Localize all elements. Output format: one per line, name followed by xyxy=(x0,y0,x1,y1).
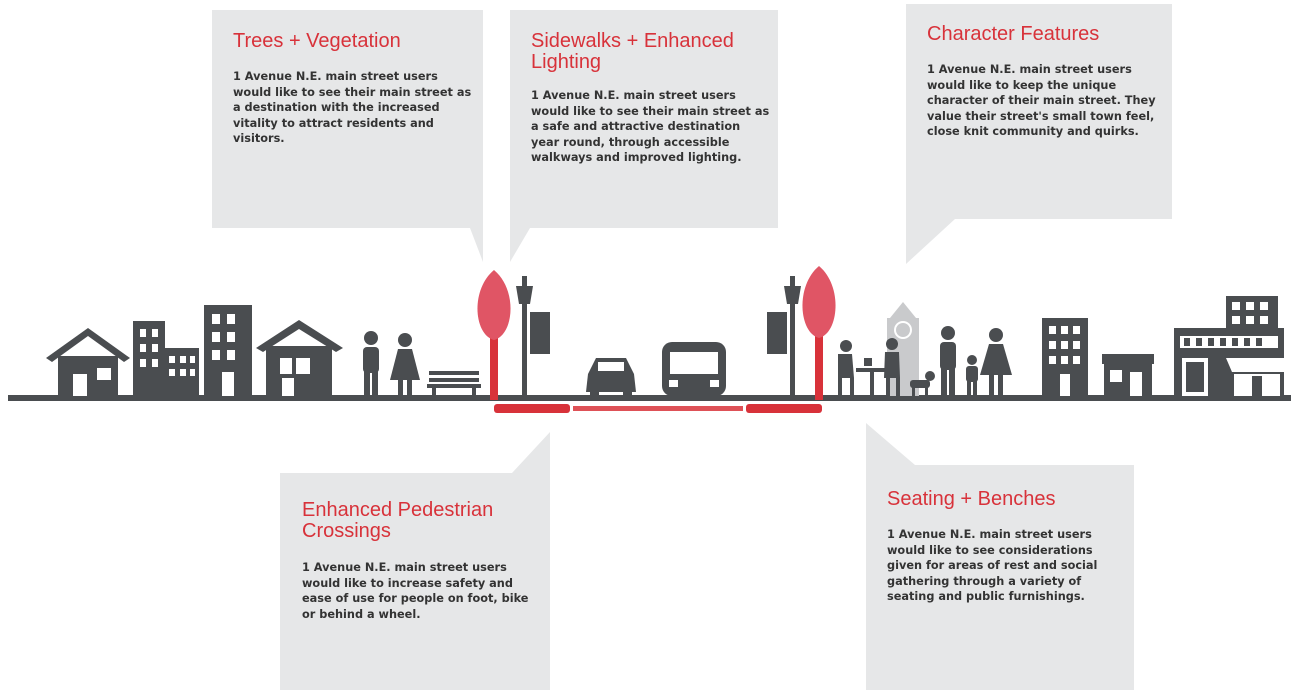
street-lamp-icon xyxy=(516,276,550,396)
bench-icon xyxy=(427,371,481,396)
crosswalk-marker xyxy=(573,406,743,411)
storefront-icon xyxy=(1102,354,1154,396)
dog-icon xyxy=(910,371,935,396)
callout-body: 1 Avenue N.E. main street users would li… xyxy=(302,561,529,621)
callout-panel-sidewalks xyxy=(510,10,778,262)
tree-icon xyxy=(802,266,836,400)
callout-panel-character xyxy=(906,4,1172,264)
callout-title: Sidewalks + Enhanced Lighting xyxy=(531,30,734,73)
callout-character-features: Character Features 1 Avenue N.E. main st… xyxy=(927,24,1167,140)
callout-panel-trees xyxy=(212,10,483,262)
apartment-building-icon xyxy=(204,305,252,396)
callout-body: 1 Avenue N.E. main street users would li… xyxy=(531,89,770,164)
callout-trees-vegetation: Trees + Vegetation 1 Avenue N.E. main st… xyxy=(233,31,473,147)
callout-body: 1 Avenue N.E. main street users would li… xyxy=(233,70,472,145)
callout-body: 1 Avenue N.E. main street users would li… xyxy=(927,63,1156,138)
people-family-icon xyxy=(940,326,1012,396)
callout-title: Trees + Vegetation xyxy=(233,30,401,52)
ground-line xyxy=(8,395,1291,401)
car-icon xyxy=(586,358,636,398)
house-icon xyxy=(46,328,130,396)
apartment-building-icon xyxy=(1042,318,1088,396)
callout-sidewalks-lighting: Sidewalks + Enhanced Lighting 1 Avenue N… xyxy=(531,31,771,166)
callout-panel-pedestrian xyxy=(280,432,550,690)
callout-seating-benches: Seating + Benches 1 Avenue N.E. main str… xyxy=(887,489,1127,605)
bus-icon xyxy=(662,342,726,400)
people-couple-icon xyxy=(363,331,420,396)
callout-body: 1 Avenue N.E. main street users would li… xyxy=(887,528,1098,603)
office-building-icon xyxy=(133,321,199,396)
sidewalk-marker-left xyxy=(494,404,570,413)
street-lamp-icon xyxy=(767,276,801,396)
shopping-building-icon xyxy=(1174,296,1290,396)
callout-title: Character Features xyxy=(927,23,1100,45)
tree-icon xyxy=(477,270,511,400)
callout-title: Enhanced Pedestrian Crossings xyxy=(302,499,494,542)
house-icon xyxy=(256,320,343,396)
callout-panel-seating xyxy=(866,423,1134,690)
cafe-seating-icon xyxy=(838,338,900,396)
callout-title: Seating + Benches xyxy=(887,488,1056,510)
callout-pedestrian-crossings: Enhanced Pedestrian Crossings 1 Avenue N… xyxy=(302,500,542,622)
sidewalk-marker-right xyxy=(746,404,822,413)
